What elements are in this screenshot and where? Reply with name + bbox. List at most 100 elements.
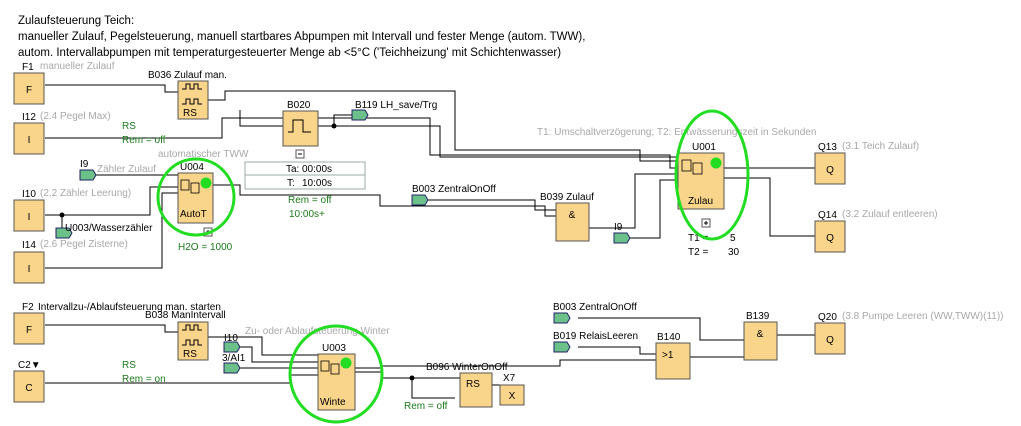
input-i14-symbol: I — [28, 264, 31, 275]
flag-b019-label: B019 RelaisLeeren — [553, 331, 638, 342]
u004-status-dot — [200, 177, 212, 189]
b020-t-label: T: — [287, 178, 295, 189]
b139-name: B139 — [746, 311, 770, 322]
output-q20[interactable] — [814, 322, 846, 355]
u004-highlight-ring — [156, 157, 236, 237]
flag-b003-a-label: B003 ZentralOnOff — [412, 184, 496, 195]
u004-label: AutoT — [180, 209, 207, 220]
flag-b003-a[interactable]: B003 ZentralOnOff — [411, 184, 496, 206]
header-line-3: autom. Intervallabpumpen mit temperaturg… — [18, 47, 561, 59]
b020-param-box — [244, 161, 366, 190]
flag-i9-comment: Zähler Zulauf — [97, 164, 156, 175]
output-q14-symbol: Q — [826, 233, 834, 244]
u001-t2-value: 30 — [728, 247, 740, 258]
b020-t-value: 10:00s — [302, 178, 332, 189]
input-i12-comment: (2.4 Pegel Max) — [40, 111, 111, 122]
u004-name: U004 — [180, 162, 204, 173]
b020-rem: Rem = off — [288, 195, 332, 206]
u001-highlight-ring — [674, 109, 750, 241]
input-f1[interactable] — [13, 72, 45, 105]
u001-name: U001 — [692, 142, 716, 153]
u003-label: Winte — [320, 397, 346, 408]
b039-name: B039 Zulauf — [540, 192, 594, 203]
input-i12[interactable] — [13, 122, 45, 155]
flag-b003-b-label: B003 ZentralOnOff — [553, 302, 637, 313]
input-i10-comment: (2.2 Zähler Leerung) — [40, 188, 131, 199]
header-line-1: Zulaufsteuerung Teich: — [18, 15, 134, 27]
output-q20-comment: (3.8 Pumpe Leeren (WW,TWW)(11)) — [842, 311, 1004, 322]
input-i10[interactable] — [13, 199, 45, 232]
b038-rem: Rem = on — [122, 374, 166, 385]
flag-b119-label: B119 LH_save/Trg — [355, 100, 437, 111]
output-q20-id: Q20 — [818, 312, 837, 323]
b039-block[interactable] — [555, 202, 590, 242]
u001-block[interactable] — [677, 152, 725, 228]
flag-b119[interactable]: B119 LH_save/Trg — [351, 100, 437, 121]
b020-ta-label: Ta: — [286, 164, 299, 175]
b096-name: B096 WinterOnOff — [426, 362, 508, 373]
input-i12-id: I12 — [22, 112, 36, 123]
b038-label: RS — [183, 349, 197, 360]
output-q13-comment: (3.1 Teich Zulauf) — [842, 141, 919, 152]
flag-i9-b[interactable]: I9 — [613, 222, 631, 244]
x7-block[interactable] — [499, 384, 525, 406]
flag-b003-b[interactable]: B003 ZentralOnOff — [553, 302, 637, 324]
input-c2-id: C2▼ — [18, 360, 41, 371]
b038-block[interactable] — [177, 321, 209, 361]
u001-t1: T1 = — [688, 233, 708, 244]
output-q14-comment: (3.2 Zulauf entleeren) — [842, 209, 938, 220]
input-f2-symbol: F — [26, 325, 32, 336]
output-q14[interactable] — [814, 220, 846, 253]
u003-block[interactable] — [317, 353, 356, 411]
flag-i9-zaehler[interactable]: I9 Zähler Zulauf — [79, 159, 156, 181]
b140-name: B140 — [657, 332, 681, 343]
x7-name: X7 — [503, 373, 516, 384]
output-q14-id: Q14 — [818, 210, 837, 221]
u003-status-dot — [340, 357, 352, 369]
flag-b019[interactable]: B019 RelaisLeeren — [553, 331, 638, 353]
b038-rs: RS — [122, 360, 136, 371]
input-f2-id: F2 — [22, 302, 34, 313]
b020-ta-value: 00:00s — [302, 164, 332, 175]
flag-i10-b-label: I10 — [224, 333, 238, 344]
b140-block[interactable] — [655, 342, 691, 380]
b139-symbol: & — [757, 329, 764, 340]
input-f2[interactable] — [13, 312, 45, 345]
b038-name: B038 ManIntervall — [145, 310, 226, 321]
output-q20-symbol: Q — [826, 335, 834, 346]
b036-name: B036 Zulauf man. — [148, 70, 227, 81]
wires — [45, 84, 815, 399]
flag-i10-b[interactable]: I10 — [223, 333, 241, 353]
u001-status-dot — [710, 157, 722, 169]
u001-comment: T1: Umschaltverzögerung; T2: Entwässerun… — [537, 127, 816, 138]
u001-label: Zulau — [688, 196, 713, 207]
b039-symbol: & — [569, 210, 576, 221]
b020-block[interactable] — [282, 110, 319, 159]
u004-block[interactable] — [177, 172, 214, 237]
input-f1-comment: manueller Zulauf — [40, 61, 115, 72]
flag-ai1-label: 3/AI1 — [222, 353, 246, 364]
flag-u003-wasserzaehler[interactable]: U003/Wasserzähler — [55, 223, 153, 239]
input-i14[interactable] — [13, 251, 45, 284]
u004-param: H2O = 1000 — [178, 242, 233, 253]
input-f1-id: F1 — [22, 62, 34, 73]
input-i10-id: I10 — [22, 189, 36, 200]
u001-t2: T2 = — [688, 247, 708, 258]
input-f2-comment: Intervallzu-/Ablaufsteuerung man. starte… — [38, 302, 221, 313]
input-c2[interactable] — [13, 370, 45, 403]
flag-u003-label: U003/Wasserzähler — [65, 223, 153, 234]
flag-i9-b-label: I9 — [614, 222, 623, 233]
input-i10-symbol: I — [28, 212, 31, 223]
input-i14-id: I14 — [22, 240, 36, 251]
b036-rem: Rem = off — [122, 135, 166, 146]
flag-ai1[interactable]: 3/AI1 — [222, 353, 246, 374]
b096-block[interactable] — [459, 372, 493, 408]
flag-i9-label: I9 — [80, 159, 89, 170]
b140-symbol: >1 — [662, 350, 674, 361]
b139-block[interactable] — [743, 321, 778, 361]
output-q13[interactable] — [814, 152, 846, 185]
b036-block[interactable] — [177, 80, 209, 120]
u003-name: U003 — [322, 343, 346, 354]
b036-label: RS — [183, 108, 197, 119]
